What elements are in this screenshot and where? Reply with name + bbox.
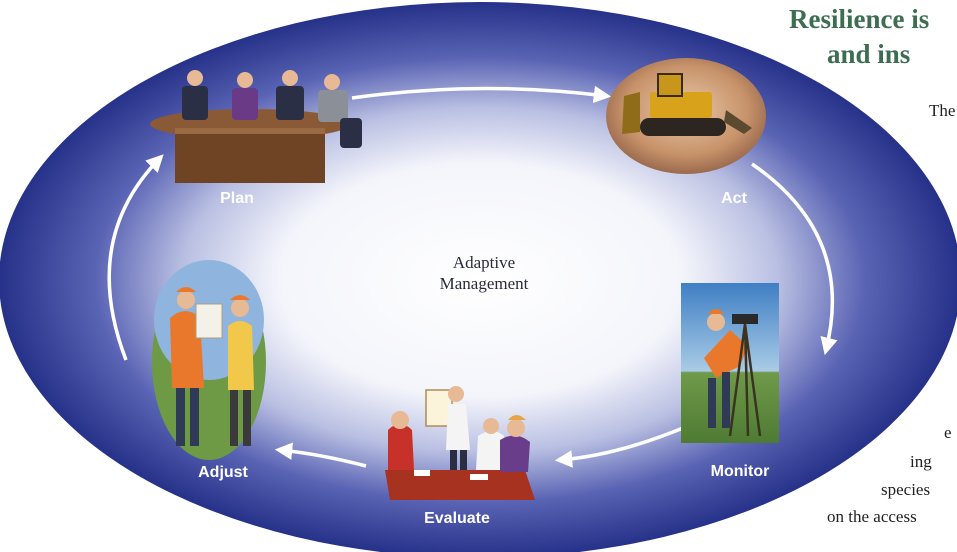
arrow-act-to-monitor <box>751 162 838 356</box>
arrow-evaluate-to-adjust <box>274 442 367 468</box>
body-fragment-4: species <box>881 480 931 499</box>
center-label: Adaptive Management <box>440 252 529 294</box>
evaluate-illustration <box>385 386 535 500</box>
act-illustration <box>606 58 766 174</box>
center-label-line2: Management <box>439 274 529 293</box>
arrow-monitor-to-evaluate <box>554 423 691 468</box>
heading-line2: and ins <box>827 39 911 69</box>
stage-label-act: Act <box>721 190 747 207</box>
center-label-line1: Adaptive <box>452 253 516 272</box>
arrow-adjust-to-plan <box>107 154 164 361</box>
body-fragment-5: on the access <box>827 507 917 526</box>
adjust-illustration <box>152 260 266 460</box>
plan-illustration <box>150 70 362 183</box>
stage-label-evaluate: Evaluate <box>424 510 490 527</box>
stage-label-plan: Plan <box>220 190 254 207</box>
heading-line1: Resilience is <box>789 4 930 34</box>
body-fragment-1: The <box>929 101 956 120</box>
monitor-illustration <box>681 283 779 443</box>
stage-label-adjust: Adjust <box>198 464 248 481</box>
stage-label-monitor: Monitor <box>710 463 770 480</box>
body-fragment-2: e <box>944 423 952 442</box>
arrow-plan-to-act <box>351 85 612 104</box>
body-fragment-3: ing <box>910 452 932 471</box>
